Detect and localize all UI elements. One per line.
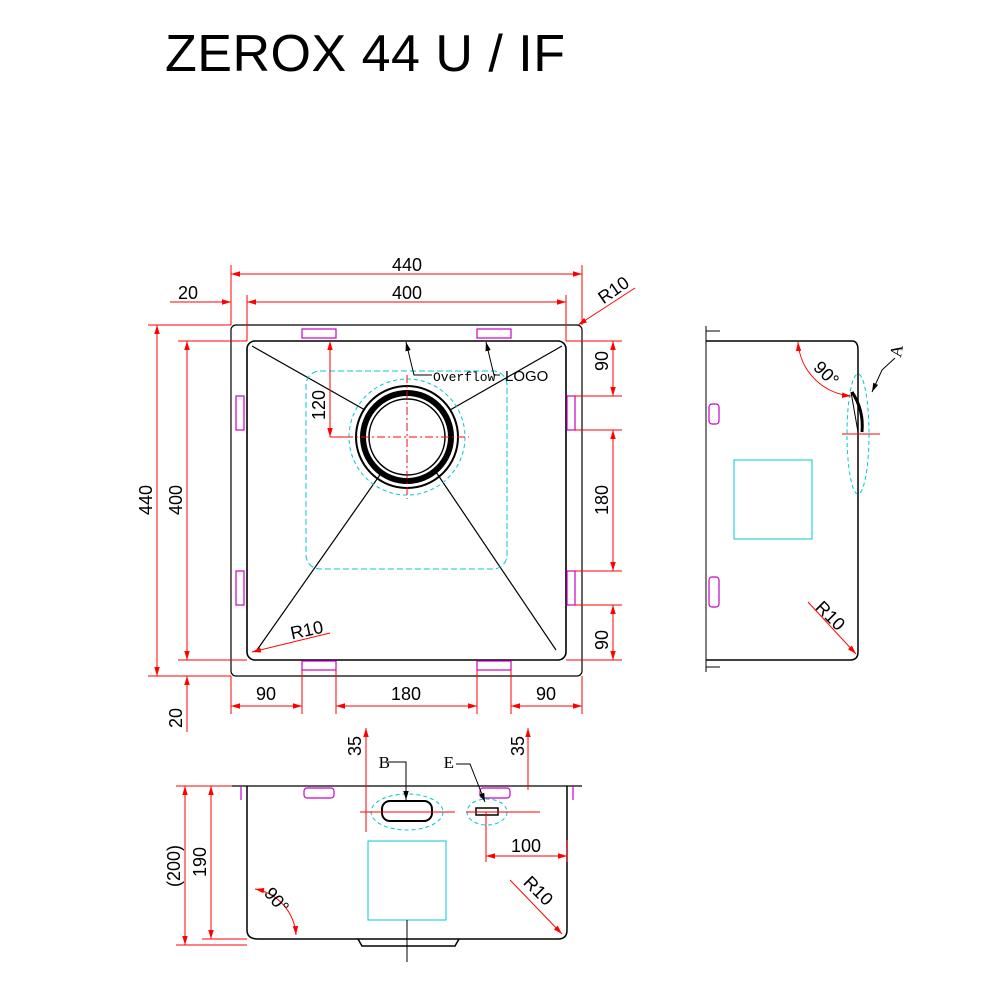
dim-right-clip-2: 90 (592, 630, 612, 650)
bowl-inner-outline (246, 340, 567, 661)
side-radius: R10 (811, 597, 848, 634)
dim-right-clip-gap: 180 (592, 485, 612, 515)
dim-flange-left: 20 (178, 283, 198, 303)
side-clips (708, 403, 720, 608)
dim-height-bowl: 190 (190, 847, 210, 877)
hidden-bowl-bottom (305, 370, 508, 570)
mounting-clips (235, 328, 576, 671)
logo-e-icon (466, 798, 540, 826)
dim-depth-e: 35 (508, 736, 528, 756)
side-angle: 90° (810, 357, 843, 390)
dim-width-outer: 440 (392, 255, 422, 275)
dim-drain-offset: 120 (309, 390, 329, 420)
front-view: (200) 190 35 35 B E 100 90° R10 (164, 728, 582, 962)
dim-width-inner: 400 (392, 283, 422, 303)
side-hidden-box (733, 459, 813, 540)
dim-height-total: (200) (164, 845, 184, 887)
overflow-label: Overflow (433, 370, 496, 385)
side-view: 90° A R10 (705, 326, 907, 672)
top-view: Overflow LOGO (136, 255, 636, 732)
slope-lines (251, 345, 563, 651)
dim-radius-bottom: R10 (289, 617, 325, 643)
dim-bottom-clip-gap: 180 (391, 684, 421, 704)
drawing-title: ZEROX 44 U / IF (165, 25, 566, 83)
dim-flange-bottom: 20 (166, 708, 186, 728)
drain-icon (345, 375, 469, 499)
dim-bottom-clip-2: 90 (536, 684, 556, 704)
front-angle: 90° (260, 883, 293, 917)
dim-bottom-clip-1: 90 (256, 684, 276, 704)
dim-height-inner: 400 (166, 485, 186, 515)
front-hidden-box (367, 840, 447, 921)
front-view-dimensions (176, 728, 568, 946)
dim-overflow-offset: 100 (511, 836, 541, 856)
dim-depth-b: 35 (345, 736, 365, 756)
callout-e: E (444, 753, 454, 772)
callout-b: B (379, 753, 390, 772)
sink-outer-outline (230, 324, 583, 677)
side-profile (706, 340, 859, 661)
overflow-b-icon (360, 793, 455, 831)
front-profile (246, 786, 568, 940)
top-view-dimensions (148, 265, 636, 732)
dim-height-outer: 440 (136, 485, 156, 515)
front-radius: R10 (519, 872, 556, 909)
callout-a: A (886, 343, 907, 359)
logo-label: LOGO (505, 368, 548, 385)
dim-right-clip-1: 90 (592, 351, 612, 371)
